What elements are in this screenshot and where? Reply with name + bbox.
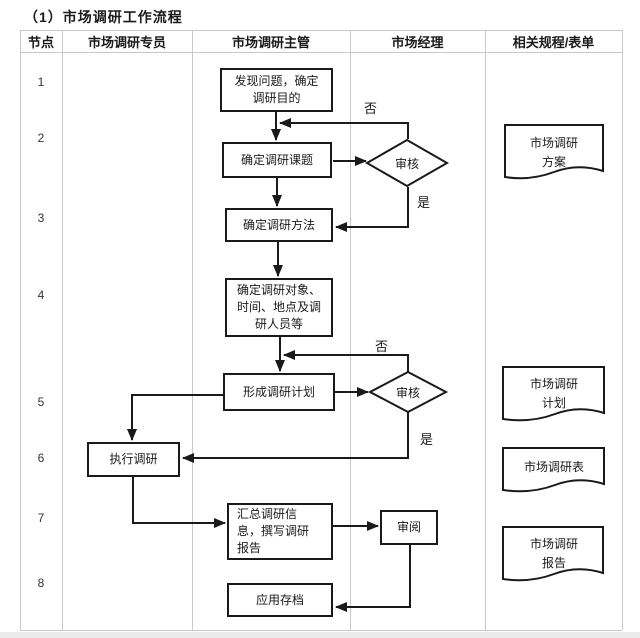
connector-review-step8 <box>335 545 411 612</box>
node-number-8: 8 <box>37 576 45 590</box>
document-1-label: 市场调研 方案 <box>513 134 595 171</box>
branch-yes-1-label: 是 <box>417 195 431 210</box>
document-4-label: 市场调研 报告 <box>513 535 595 572</box>
review-box-label: 审阅 <box>396 520 421 535</box>
step-1-box: 发现问题，确定 调研目的 <box>220 68 333 112</box>
step-8-line-1: 应用存档 <box>255 592 304 607</box>
document-2-label: 市场调研 计划 <box>513 375 595 412</box>
step-3-line-1: 确定调研方法 <box>242 217 315 232</box>
step-2-line-1: 确定调研课题 <box>240 152 313 167</box>
step-5-box: 形成调研计划 <box>223 373 335 411</box>
document-2-line-1: 市场调研 <box>529 377 578 391</box>
step-7-box: 汇总调研信 息，撰写调研 报告 <box>227 503 333 560</box>
connector-yes2-step6 <box>182 412 409 463</box>
grid-vline-specialist <box>192 30 193 630</box>
review-box: 审阅 <box>380 510 438 545</box>
step-2-box: 确定调研课题 <box>222 142 332 178</box>
connector-no2-loop <box>283 350 409 372</box>
grid-bottom-border <box>20 630 622 631</box>
step-8-box: 应用存档 <box>227 583 333 617</box>
step-4-line-3: 研人员等 <box>254 316 303 331</box>
grid-header-bottom-border <box>20 52 622 53</box>
step-1-line-1: 发现问题，确定 <box>234 74 319 89</box>
grid-vline-right <box>622 30 623 630</box>
node-number-4: 4 <box>37 288 45 302</box>
document-2-line-2: 计划 <box>541 395 566 410</box>
document-4-line-1: 市场调研 <box>529 537 578 551</box>
header-cell-node: 节点 <box>27 34 54 50</box>
step-6-line-1: 执行调研 <box>109 452 158 467</box>
document-1-line-1: 市场调研 <box>529 136 578 150</box>
decision-1-label: 审核 <box>394 156 419 171</box>
node-number-1: 1 <box>37 75 45 89</box>
header-cell-manager: 市场经理 <box>391 34 444 50</box>
node-number-3: 3 <box>37 211 45 225</box>
branch-no-2-label: 否 <box>375 339 389 354</box>
branch-no-1-label: 否 <box>364 101 378 116</box>
connector-yes1-step3 <box>335 187 409 232</box>
step-1-line-2: 调研目的 <box>252 91 301 105</box>
grid-vline-left <box>20 30 21 630</box>
step-7-line-2: 息，撰写调研 <box>237 524 310 539</box>
connector-no1-loop <box>279 118 409 139</box>
connector-step5-step6 <box>127 394 223 441</box>
grid-top-border <box>20 30 622 31</box>
document-3-label: 市场调研表 <box>508 458 600 477</box>
grid-vline-manager <box>485 30 486 630</box>
step-5-line-1: 形成调研计划 <box>242 384 315 399</box>
grid-vline-supervisor <box>350 30 351 630</box>
step-4-box: 确定调研对象、 时间、地点及调 研人员等 <box>225 278 333 337</box>
step-4-line-2: 时间、地点及调 <box>236 300 321 315</box>
step-7-line-3: 报告 <box>237 540 262 555</box>
decision-2-label: 审核 <box>395 385 420 400</box>
document-4-line-2: 报告 <box>541 555 566 570</box>
header-cell-forms: 相关规程/表单 <box>512 34 595 50</box>
header-cell-specialist: 市场调研专员 <box>87 34 166 50</box>
document-1-line-2: 方案 <box>541 154 566 169</box>
node-number-6: 6 <box>37 451 45 465</box>
page-title: （1）市场调研工作流程 <box>24 9 183 25</box>
step-3-box: 确定调研方法 <box>225 208 333 242</box>
step-7-line-1: 汇总调研信 <box>237 507 298 522</box>
branch-yes-2-label: 是 <box>420 432 434 447</box>
step-4-line-1: 确定调研对象、 <box>236 283 321 298</box>
node-number-5: 5 <box>37 395 45 409</box>
header-cell-supervisor: 市场调研主管 <box>231 34 310 50</box>
connector-step6-step7 <box>132 477 226 528</box>
node-number-2: 2 <box>37 131 45 145</box>
bottom-edge-band <box>0 632 640 638</box>
step-6-box: 执行调研 <box>87 442 180 477</box>
grid-vline-node <box>62 30 63 630</box>
node-number-7: 7 <box>37 511 45 525</box>
document-3-line-1: 市场调研表 <box>523 460 584 474</box>
